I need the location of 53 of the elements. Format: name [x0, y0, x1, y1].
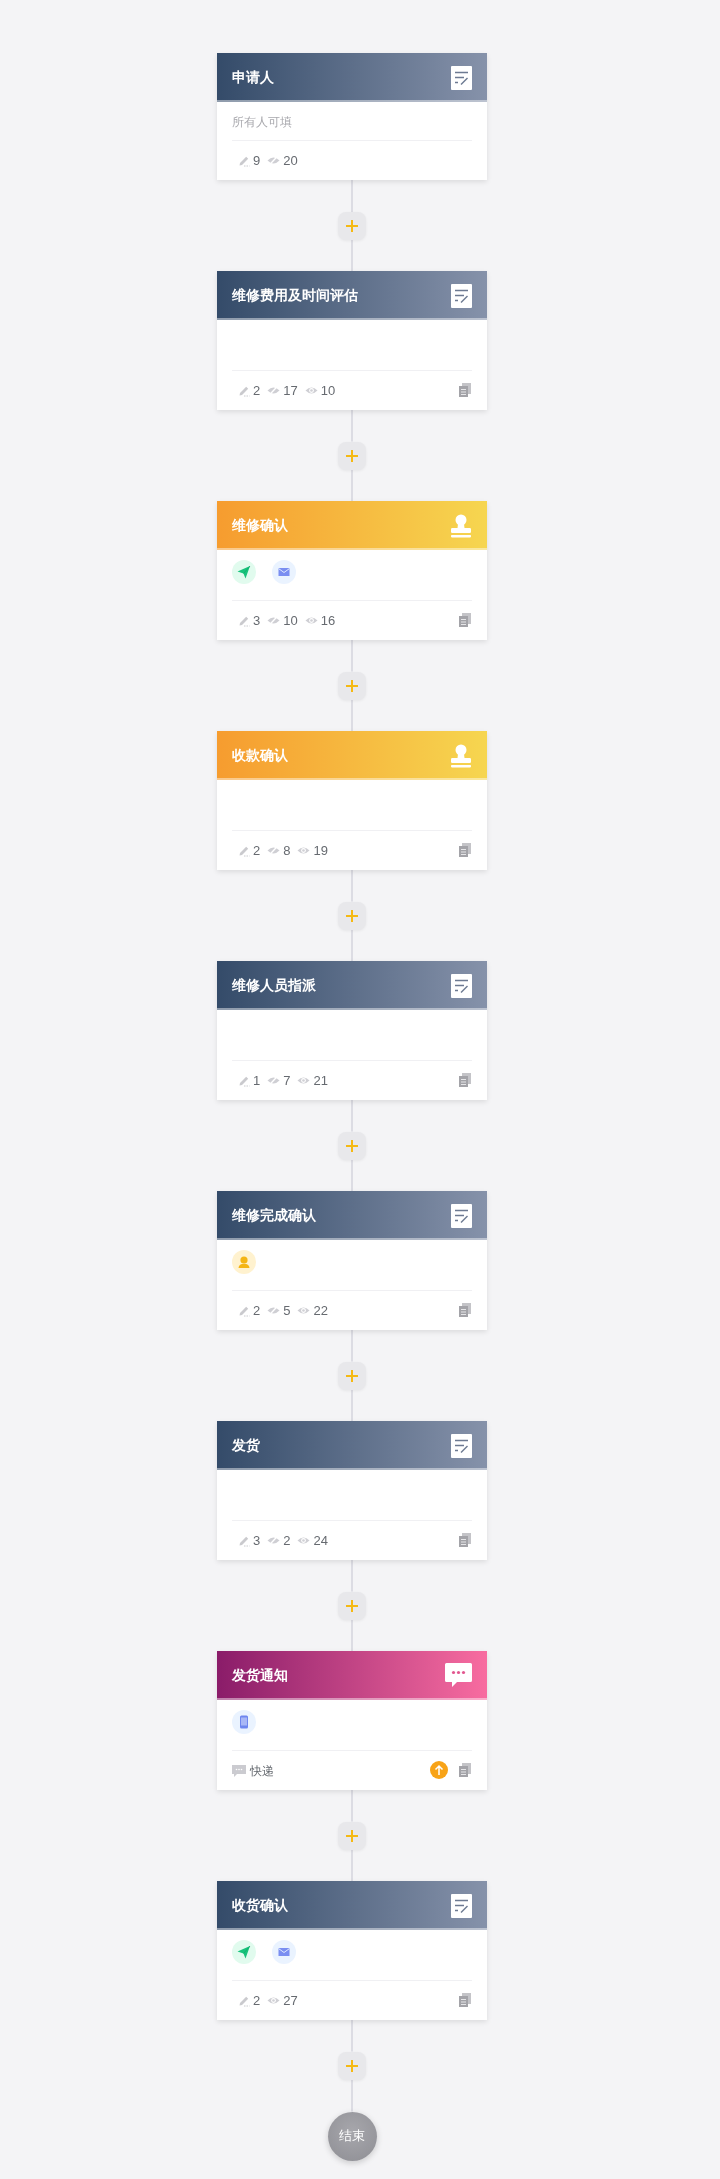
- step-card: [217, 1651, 487, 1790]
- step-title: 收款确认: [232, 746, 288, 764]
- add-button: [338, 901, 366, 930]
- add-button: [338, 1361, 366, 1390]
- step-card: [217, 53, 487, 180]
- step-card: [217, 1881, 487, 2020]
- add-button: [338, 1131, 366, 1160]
- count-text: 10: [283, 612, 298, 629]
- count-text: 2: [253, 382, 261, 399]
- step-title: 维修人员指派: [232, 976, 316, 994]
- count-text: 2: [253, 842, 261, 859]
- count-text: 22: [313, 1302, 328, 1319]
- step-title: 发货通知: [232, 1666, 288, 1684]
- channel-text: 快递: [250, 1762, 274, 1779]
- step-card: [217, 501, 487, 640]
- count-text: 27: [283, 1992, 298, 2009]
- add-button: [338, 1591, 366, 1620]
- end-label: 结束: [339, 2128, 365, 2144]
- add-button: [338, 441, 366, 470]
- add-button: [338, 2051, 366, 2080]
- count-text: 24: [313, 1532, 328, 1549]
- step-card: [217, 731, 487, 870]
- count-text: 3: [253, 612, 261, 629]
- count-text: 8: [283, 842, 291, 859]
- count-text: 17: [283, 382, 298, 399]
- step-title: 维修费用及时间评估: [232, 286, 358, 304]
- hint-text: 所有人可填: [232, 114, 292, 130]
- step-title: 收货确认: [232, 1896, 288, 1914]
- add-button: [338, 212, 366, 240]
- count-text: 21: [313, 1072, 328, 1089]
- step-card: [217, 961, 487, 1100]
- step-card: [217, 271, 487, 410]
- count-text: 2: [253, 1302, 261, 1319]
- count-text: 5: [283, 1302, 291, 1319]
- count-text: 2: [283, 1532, 291, 1549]
- count-text: 7: [283, 1072, 291, 1089]
- count-text: 10: [320, 382, 336, 399]
- step-title: 发货: [232, 1436, 260, 1454]
- count-text: 19: [313, 842, 328, 859]
- step-card: [217, 1421, 487, 1560]
- add-button: [338, 1821, 366, 1850]
- end-circle: [327, 2111, 377, 2161]
- count-text: 9: [253, 152, 261, 169]
- add-button: [338, 671, 366, 700]
- step-title: 维修确认: [232, 516, 288, 534]
- step-title: 申请人: [232, 68, 274, 86]
- count-text: 20: [283, 152, 298, 169]
- count-text: 2: [253, 1992, 261, 2009]
- step-title: 维修完成确认: [232, 1206, 316, 1224]
- count-text: 1: [253, 1072, 261, 1089]
- count-text: 3: [253, 1532, 261, 1549]
- count-text: 16: [320, 612, 336, 629]
- step-card: [217, 1191, 487, 1330]
